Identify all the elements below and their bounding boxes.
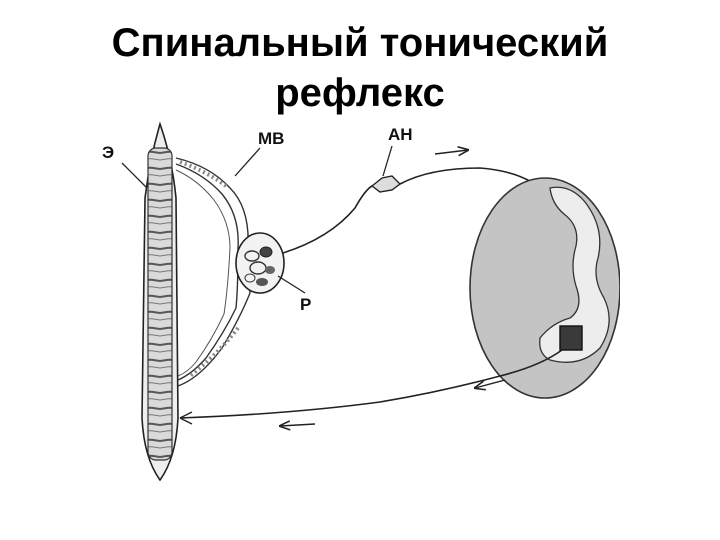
label-receptor: Р [300, 295, 311, 314]
spinal-cord-section [469, 177, 620, 399]
leader-lines [121, 145, 393, 294]
reflex-diagram: Э МВ АН Р [102, 121, 620, 482]
extrafusal-muscle-fiber [141, 121, 179, 482]
label-extrafusal-fiber: Э [102, 143, 114, 162]
label-muscle-spindle: МВ [258, 129, 284, 148]
efferent-motor-neuron [179, 349, 563, 426]
label-afferent-neuron: АН [388, 125, 413, 144]
slide-title-line-2: рефлекс [275, 71, 445, 115]
slide-title-line-1: Спинальный тонический [111, 21, 609, 65]
spindle-receptor [235, 232, 285, 294]
